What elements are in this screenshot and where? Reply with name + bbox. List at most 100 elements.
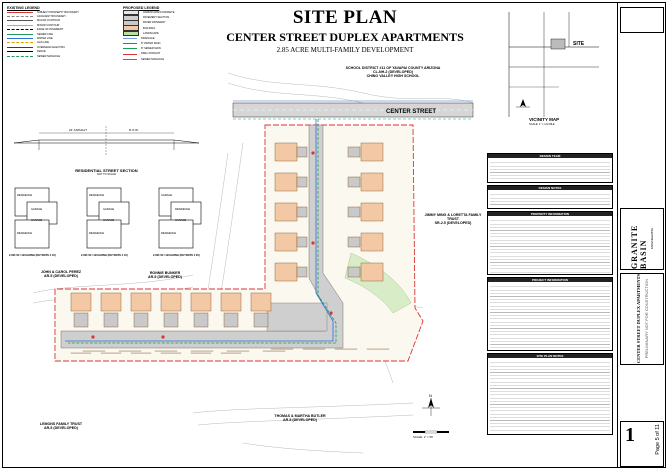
site-building [250, 292, 272, 312]
legend-swatch-icon [123, 9, 139, 16]
neighbor-butler: THOMAS & MARTHA BUTLER AR-5 (DEVELOPED) [265, 414, 335, 422]
existing-legend-item: WATER LINE [7, 36, 117, 40]
neighbor-perez-zone: AR-5 (DEVELOPED) [44, 274, 78, 278]
room-label: RESIDENCE [161, 232, 177, 235]
info-table-design-notes: DESIGN NOTES [487, 185, 613, 209]
existing-legend-item: ADJACENT BOUNDARY [7, 14, 117, 18]
legend-text: MAJOR CONTOUR [37, 19, 60, 23]
site-building [190, 292, 212, 312]
legend-text: DRAINAGE [141, 36, 155, 40]
site-building [160, 292, 182, 312]
building-caption: 2,095 SF ± BUILDING (KEYNOTE # 20) [153, 254, 200, 257]
neighbor-ming-name: JIMMY MING & LORETTA FAMILY TRUST [424, 213, 482, 221]
paver-driveway [163, 312, 179, 328]
fire-hydrant-icon [329, 311, 333, 315]
street-section-drawing: 24' ASPHALT R.O.W. [13, 126, 200, 156]
paver-driveway [347, 206, 361, 218]
legend-text: SEWER LINE [37, 32, 53, 36]
info-table-rows [490, 160, 610, 181]
svg-text:N: N [429, 393, 432, 398]
legend-swatch-icon [123, 14, 139, 21]
proposed-legend-item: DRAINAGE [123, 36, 223, 41]
site-building [100, 292, 122, 312]
info-table-rows [490, 284, 610, 349]
site-building [360, 232, 384, 252]
info-table-heading: DESIGN NOTES [488, 186, 612, 190]
legend-line-icon [7, 46, 33, 48]
legend-swatch-icon [123, 38, 137, 40]
sheet-number: 1 [625, 424, 635, 446]
proposed-legend-item: PAVEMENT SECTION [123, 14, 223, 21]
existing-legend-item: FENCE [7, 50, 117, 54]
neighbor-school-extra: CHINO VALLEY HIGH SCHOOL [366, 74, 420, 78]
legend-swatch-icon [123, 58, 137, 60]
legend-swatch-icon [123, 48, 137, 50]
existing-legend-heading: EXISTING LEGEND [7, 6, 40, 10]
fire-hydrant-icon [161, 335, 165, 339]
info-table-heading: PROPERTY INFORMATION [488, 212, 612, 216]
site-building [274, 142, 298, 162]
legend-text: SUBJECT PROPERTY BOUNDARY [37, 10, 80, 14]
street-section: 24' ASPHALT R.O.W. RESIDENTIAL STREET SE… [9, 118, 204, 176]
drawing-sheet: EXISTING LEGEND SUBJECT PROPERTY BOUNDAR… [2, 2, 666, 468]
neighbor-perez: JOHN & CAROL PEREZ AR-5 (DEVELOPED) [31, 270, 91, 278]
legend-line-icon [7, 55, 33, 57]
legend-text: 8" SEWER MAIN [141, 47, 161, 51]
legend-text: FENCE [37, 50, 46, 54]
legend-swatch-icon [123, 30, 139, 37]
room-label: RESIDENCE [17, 194, 33, 197]
paver-driveway [296, 146, 308, 158]
site-building [360, 202, 384, 222]
fire-hydrant-icon [91, 335, 95, 339]
site-building [274, 172, 298, 192]
proposed-legend-item: PAVER DRIVEWAY [123, 20, 223, 26]
proposed-legend-item: SEWER MANHOLE [123, 57, 223, 62]
existing-legend-item: SEWER LINE [7, 32, 117, 36]
vicinity-map-drawing [508, 12, 599, 117]
vicinity-scale: SCALE: 1" = 1/4 MILE [529, 123, 555, 126]
page-title: SITE PLAN [292, 7, 398, 28]
legend-line-icon [7, 16, 33, 18]
site-building [360, 262, 384, 282]
paver-driveway [347, 146, 361, 158]
proposed-legend-item: 8" SEWER MAIN [123, 46, 223, 51]
site-building [70, 292, 92, 312]
existing-legend-item: MINOR CONTOUR [7, 23, 117, 27]
room-label: RESIDENCE [175, 208, 191, 211]
neighbor-bunker: RONNIE BUNKER AR-5 (DEVELOPED) [135, 271, 195, 279]
paver-driveway [73, 312, 89, 328]
existing-legend-item: EDGE OF PAVEMENT [7, 28, 117, 32]
info-table-rows [490, 192, 610, 207]
site-plan-drawing: N SCALE: 1" = 50' [32, 72, 474, 454]
firm-logo: GRANITE BASIN ENGINEERING [620, 208, 664, 270]
paver-driveway [296, 176, 308, 188]
room-label: GARAGE [31, 208, 43, 211]
neighbor-butler-zone: AR-5 (DEVELOPED) [283, 418, 317, 422]
street-section-scale: NOT TO SCALE [97, 173, 116, 176]
legend-text: SEWER MANHOLE [141, 57, 165, 61]
neighbor-ming: JIMMY MING & LORETTA FAMILY TRUST SR-2.5… [423, 213, 483, 225]
site-building [130, 292, 152, 312]
legend-text: ADJACENT BOUNDARY [37, 14, 67, 18]
existing-legend: EXISTING LEGEND SUBJECT PROPERTY BOUNDAR… [7, 6, 117, 58]
neighbor-lemons: LEMONS FAMILY TRUST AR-5 (DEVELOPED) [31, 422, 91, 430]
fire-hydrant-icon [311, 151, 315, 155]
proposed-legend-item: BUILDING [123, 25, 223, 31]
legend-line-icon [7, 20, 33, 22]
legend-text: GAS LINE [37, 41, 49, 45]
legend-line-icon [7, 24, 33, 26]
neighbor-bunker-zone: AR-5 (DEVELOPED) [148, 275, 182, 279]
legend-text: OVERHEAD ELECTRIC [37, 45, 66, 49]
street-name-label: CENTER STREET [386, 109, 437, 115]
room-label: GARAGE [31, 219, 43, 222]
building-caption: 2,095 SF ± BUILDING (KEYNOTE # 16) [81, 254, 128, 257]
legend-text: 8" WATER MAIN [141, 42, 161, 46]
site-building [274, 232, 298, 252]
project-title-block: CENTER STREET DUPLEX APARTMENTS PRELIMIN… [620, 273, 664, 365]
room-label: GARAGE [103, 208, 115, 211]
legend-text: SEWER MANHOLE [37, 54, 61, 58]
